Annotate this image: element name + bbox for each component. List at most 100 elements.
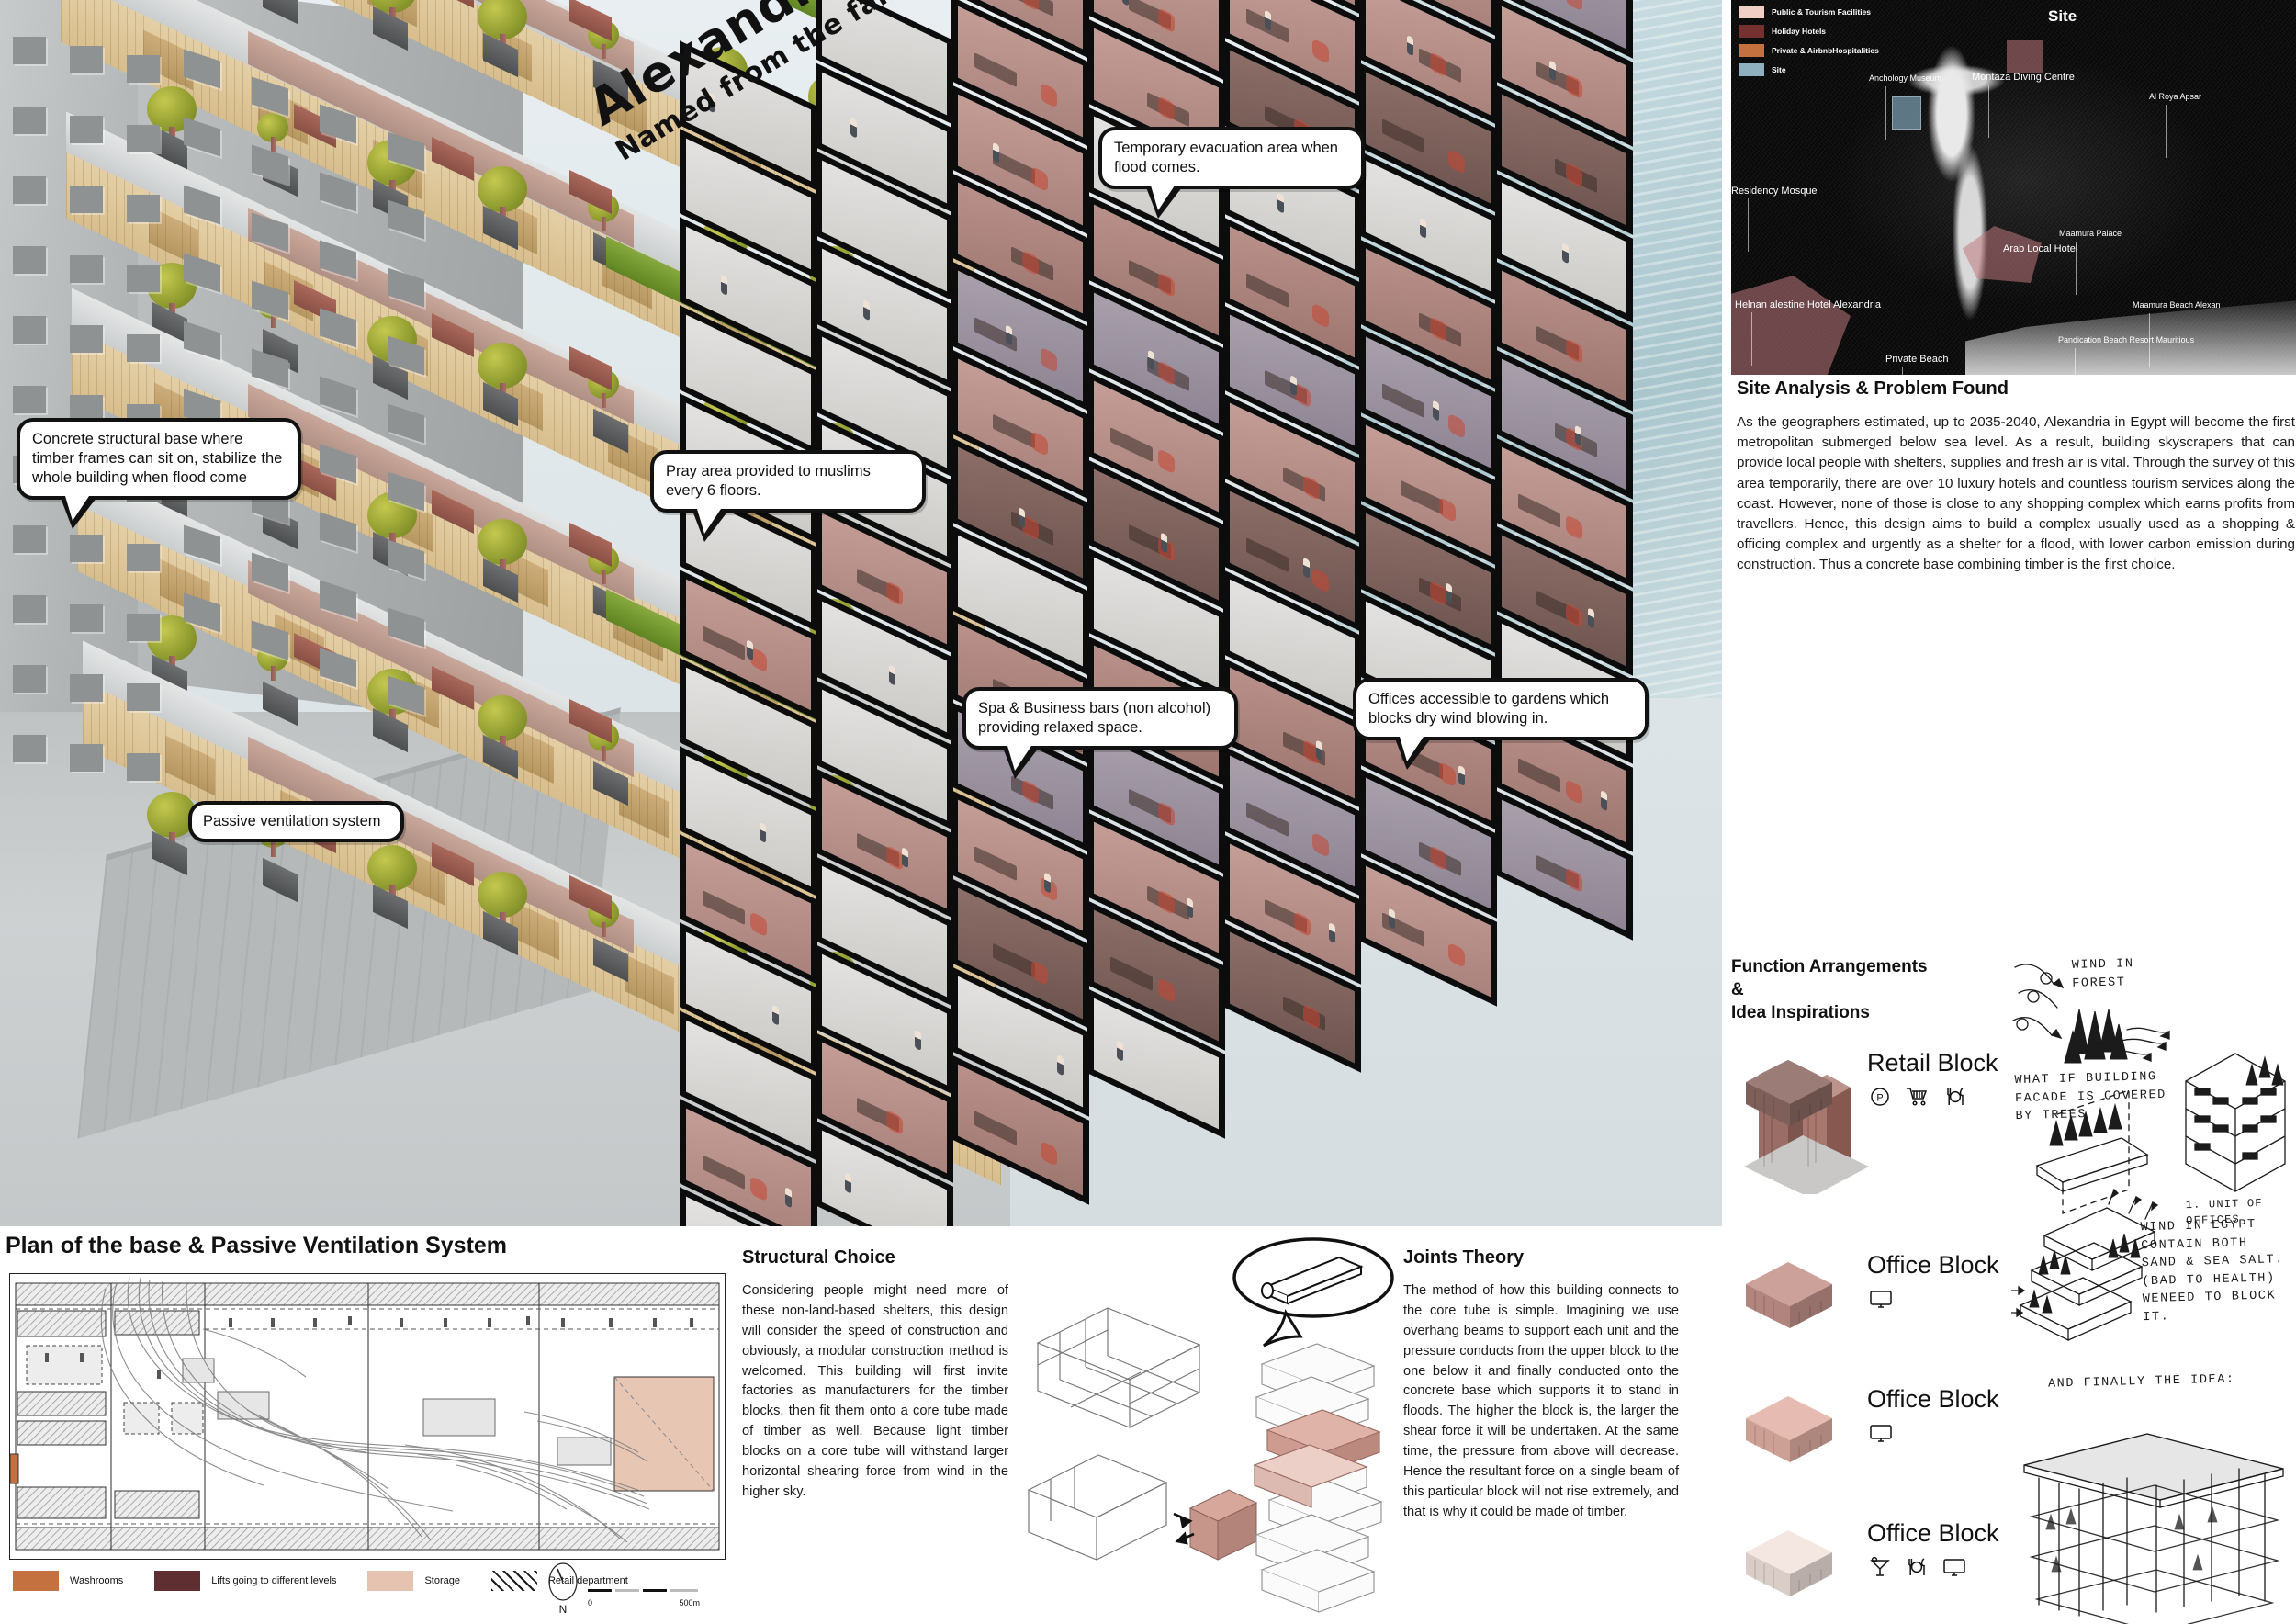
monitor-icon (1869, 1422, 1893, 1444)
callout-text: Passive ventilation system (203, 813, 381, 829)
washroom-zone (10, 1453, 19, 1484)
legend-label: Lifts going to different levels (211, 1575, 337, 1586)
person-figure (1265, 9, 1271, 32)
desk (993, 942, 1035, 978)
person-figure (993, 141, 999, 164)
legend-swatch (1739, 44, 1764, 57)
chair (1294, 910, 1311, 938)
window (13, 665, 46, 693)
tree-trunk (270, 842, 276, 857)
block-icon-row (1869, 1288, 1893, 1310)
bubble-tail (1003, 746, 1039, 780)
desk (1401, 479, 1443, 515)
legend-item: Retail department (490, 1571, 628, 1591)
window (127, 544, 160, 571)
block-isometric-icon (1739, 1382, 1840, 1470)
tree-canopy (478, 695, 527, 741)
desk (1110, 956, 1153, 992)
monitor-icon (1869, 1288, 1893, 1310)
tree-trunk (601, 44, 606, 59)
site-analysis-body: As the geographers estimated, up to 2035… (1737, 414, 2295, 573)
chair (750, 910, 767, 938)
function-arrangements-heading: Function Arrangements & Idea Inspiration… (1731, 955, 2062, 1024)
legend-swatch (367, 1571, 414, 1591)
site-map-leader-line (1988, 85, 1989, 138)
bubble-tail (692, 509, 728, 543)
desk (1382, 118, 1424, 154)
window (127, 683, 160, 711)
structural-choice-heading: Structural Choice (742, 1247, 895, 1268)
terrace-tree (478, 519, 527, 583)
chair (1158, 271, 1175, 299)
site-map-title: Site (2048, 7, 2077, 25)
site-map-label: Private Beach (1885, 354, 1949, 365)
site-map-leader-line (1751, 312, 1752, 366)
chair (1041, 346, 1057, 374)
tree-canopy (478, 872, 527, 918)
person-figure (902, 847, 908, 869)
window (13, 37, 46, 64)
chair (1312, 38, 1329, 65)
block-svg (1746, 1262, 1832, 1328)
legend-label: Storage (424, 1575, 460, 1586)
chair (1158, 976, 1175, 1004)
window (127, 55, 160, 83)
window (13, 595, 46, 623)
site-map-leader-line (1748, 198, 1749, 252)
block-svg (1746, 1396, 1832, 1462)
scale-max-label: 500m (679, 1598, 700, 1607)
person-figure (1290, 375, 1297, 397)
legend-item: Lifts going to different levels (154, 1571, 336, 1591)
plan-svg (10, 1277, 720, 1551)
chair (1158, 6, 1175, 34)
tree-trunk (270, 137, 276, 152)
site-map-label: Maamura Palace (2059, 229, 2122, 238)
block-svg (1746, 1060, 1832, 1126)
legend-swatch (154, 1571, 201, 1591)
cocktail-icon (1869, 1556, 1891, 1578)
chair (1566, 778, 1582, 806)
chair (1022, 0, 1039, 12)
tree-trunk (601, 922, 606, 937)
window (70, 325, 103, 353)
chair (1566, 161, 1582, 188)
facade-opening (165, 735, 215, 796)
person-figure (915, 1029, 921, 1052)
structural-diagram (1019, 1277, 1258, 1607)
sketch-note-wind-in-forest: WIND IN FOREST (2071, 957, 2134, 991)
person-figure (1019, 507, 1025, 529)
person-figure (1044, 872, 1051, 894)
person-figure (1329, 922, 1335, 944)
chair (1312, 831, 1329, 859)
tree-canopy (478, 519, 527, 565)
desk (703, 890, 745, 926)
window (70, 116, 103, 143)
window (127, 195, 160, 222)
chair (1158, 800, 1175, 828)
chair (1041, 1140, 1057, 1167)
desk (1246, 802, 1289, 838)
chair (1566, 0, 1582, 12)
site-map-leader-line (2149, 313, 2150, 367)
person-figure (1458, 764, 1465, 787)
person-figure (1006, 324, 1012, 346)
desk (1382, 383, 1424, 419)
window (127, 614, 160, 641)
site-map-leader-line (1902, 367, 1903, 375)
block-label: Office Block (1867, 1251, 1999, 1279)
person-figure (1187, 897, 1193, 919)
scale-bar-svg: 0 500m (588, 1589, 700, 1607)
block-isometric-icon (1739, 1247, 1840, 1336)
site-map-label: Al Roya Apsar (2149, 92, 2202, 101)
site-marker (1892, 96, 1921, 130)
window (13, 107, 46, 134)
legend-item: Holiday Hotels (1739, 25, 1879, 38)
block-icon-row (1869, 1556, 1966, 1578)
block-label: Office Block (1867, 1385, 1999, 1413)
legend-item: Storage (367, 1571, 460, 1591)
main-isometric-render: /*terraces generated below*/ Alexandria … (0, 0, 1722, 1226)
site-map-label: Residency Mosque (1731, 186, 1818, 197)
base-plan-section: Plan of the base & Passive Ventilation S… (0, 1229, 735, 1624)
